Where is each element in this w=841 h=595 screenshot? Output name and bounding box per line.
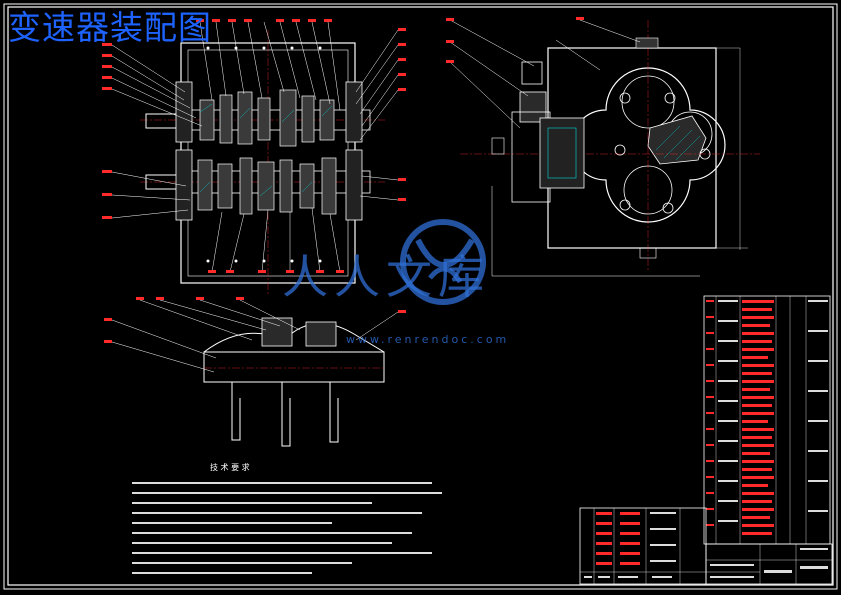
shift-fork-section — [104, 297, 406, 447]
watermark-logo — [400, 219, 486, 305]
gearbox-end-view — [446, 17, 760, 277]
watermark-brand: 人人文库 — [282, 250, 490, 304]
drawing-title: 变速器装配图 — [8, 8, 212, 47]
title-block — [579, 507, 833, 585]
parts-list-table — [703, 295, 831, 545]
sheet-inner-border — [7, 6, 834, 586]
tech-notes-lines — [132, 482, 442, 574]
sheet-outer-border — [3, 3, 838, 590]
watermark-url: www.renrendoc.com — [346, 333, 510, 346]
gearbox-section-view — [102, 19, 406, 295]
tech-notes-heading: 技 术 要 求 — [210, 463, 250, 472]
